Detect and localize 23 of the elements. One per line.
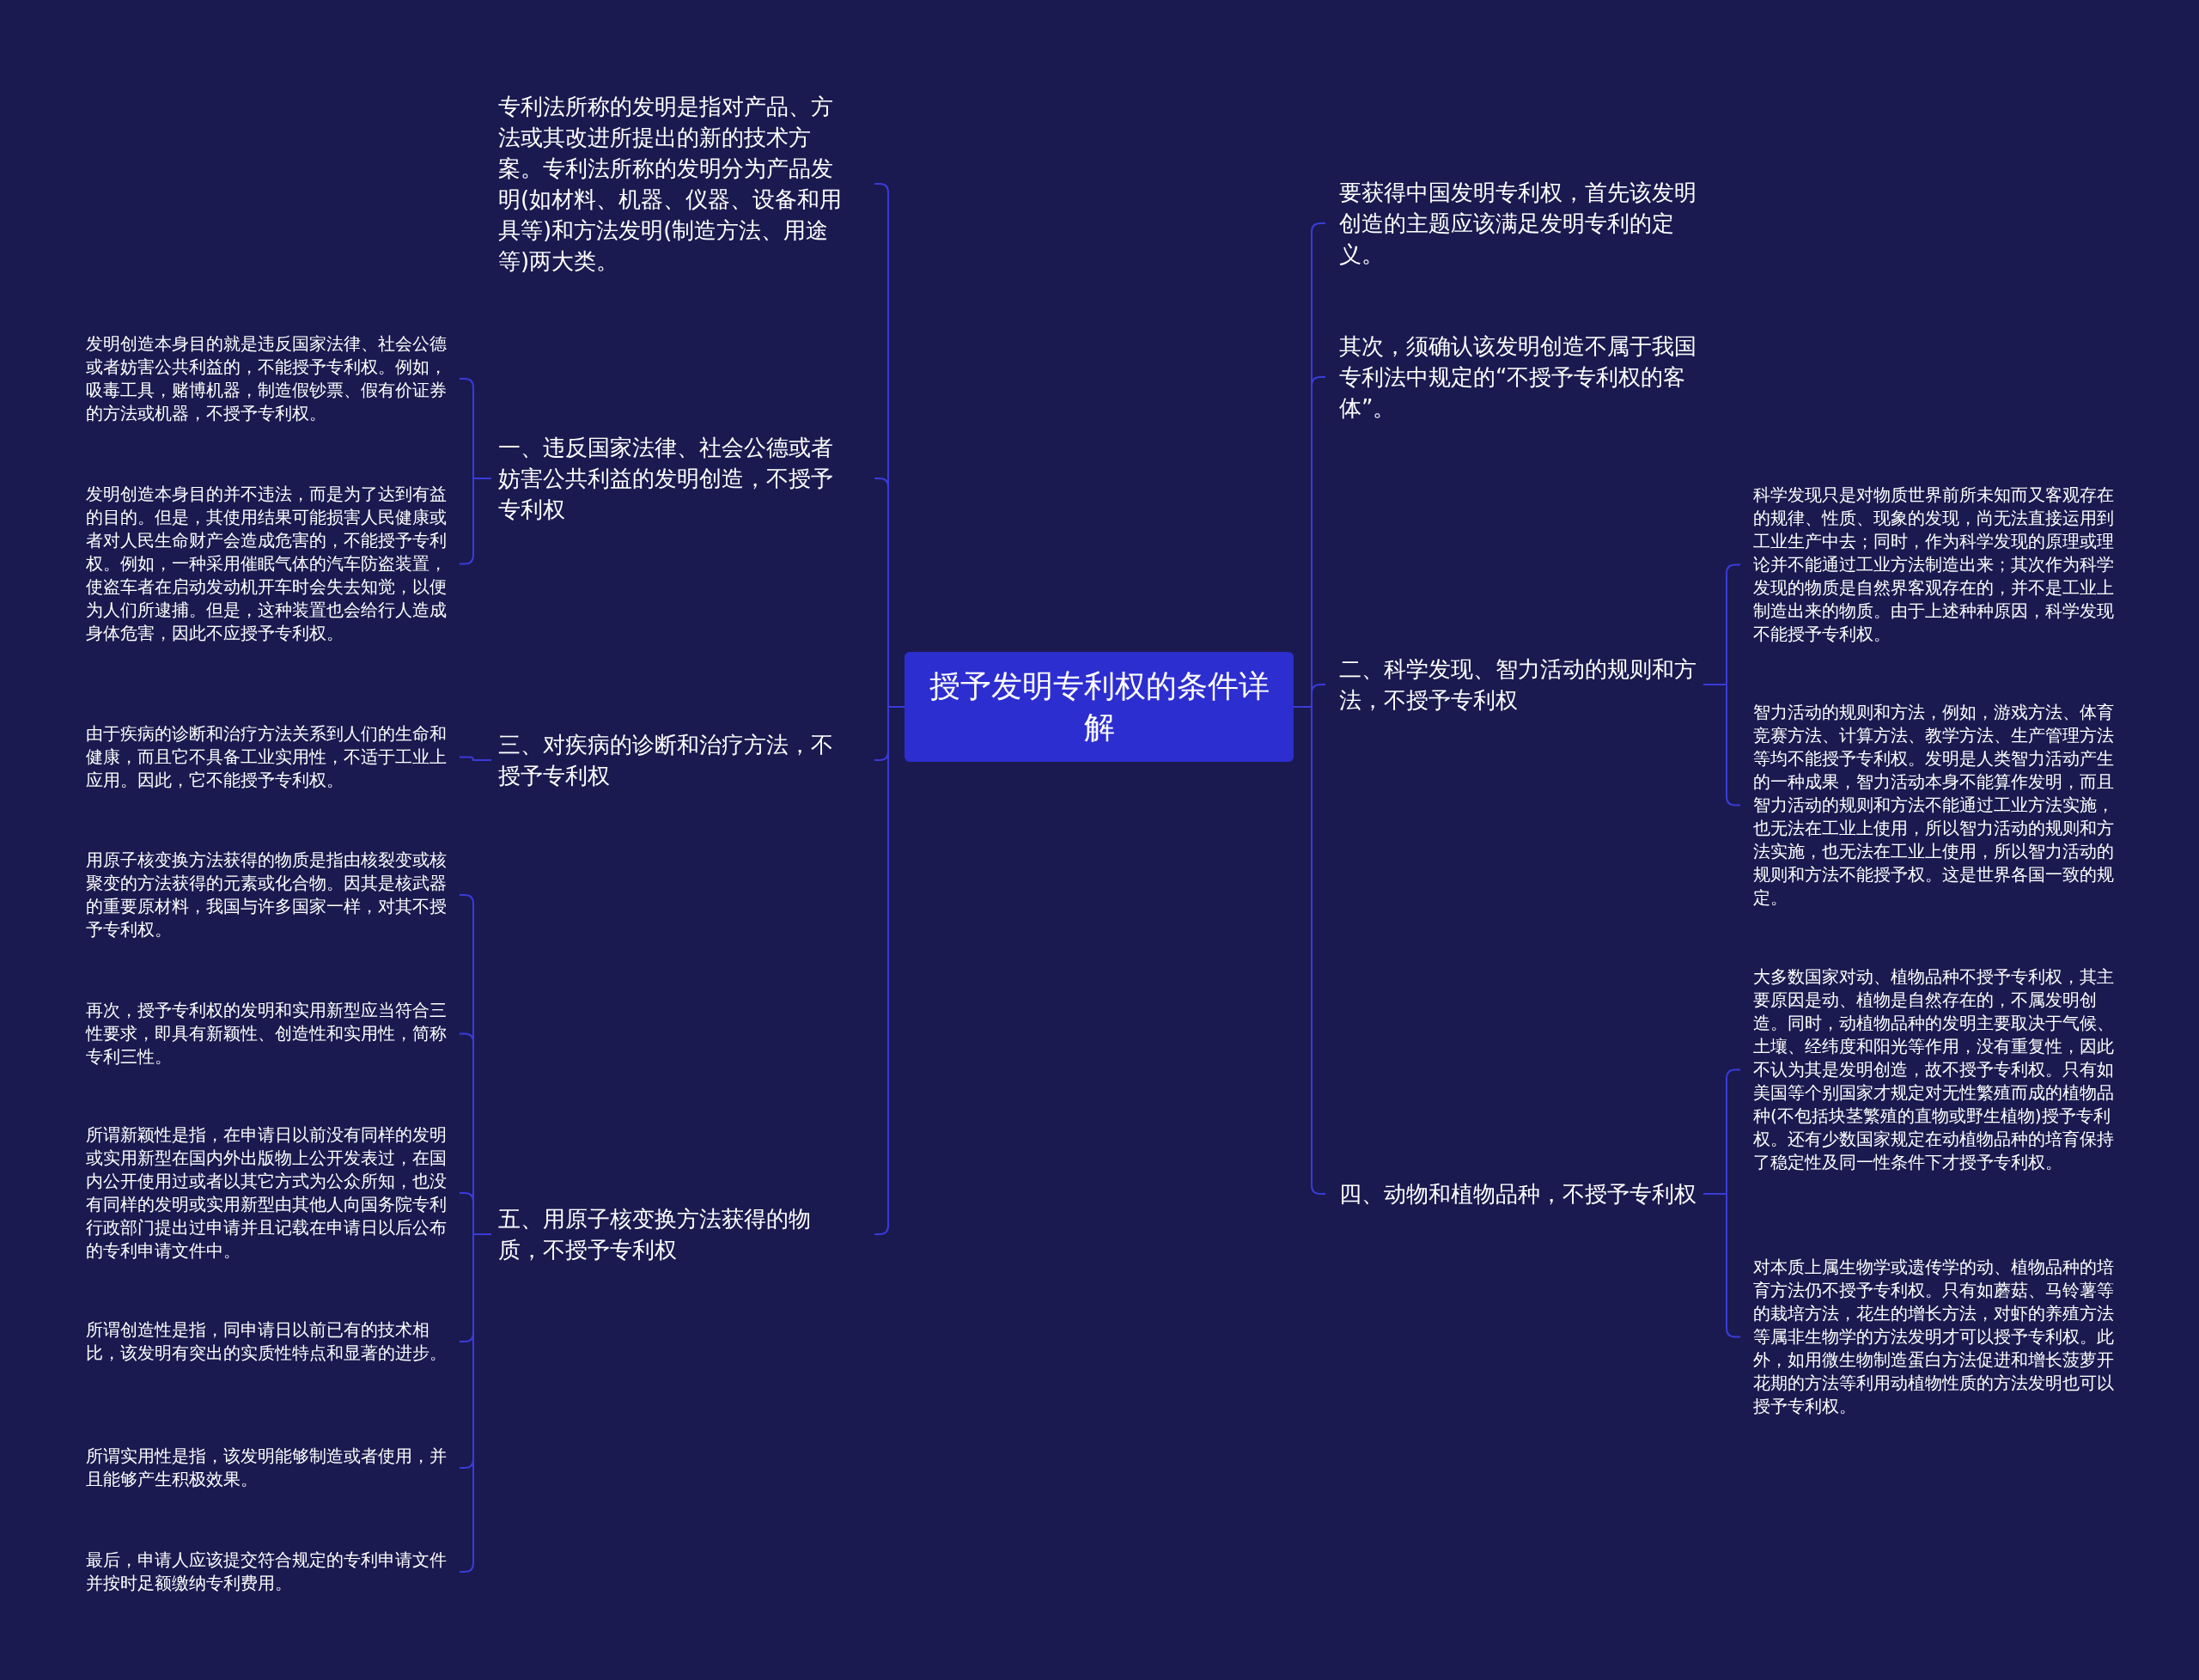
detail-text: 用原子核变换方法获得的物质是指由核裂变或核聚变的方法获得的元素或化合物。因其是核武器的重要原材料，我国与许多国家一样，对其不授予专利权。	[79, 843, 460, 947]
detail-text: 由于疾病的诊断和治疗方法关系到人们的生命和健康，而且它不具备工业实用性，不适于工业上应用。因此，它不能授予专利权。	[79, 717, 460, 797]
detail-text: 发明创造本身目的就是违反国家法律、社会公德或者妨害公共利益的，不能授予专利权。例如，吸毒工具，赌博机器，制造假钞票、假有价证券的方法或机器，不授予专利权。	[79, 327, 460, 430]
detail-text: 最后，申请人应该提交符合规定的专利申请文件并按时足额缴纳专利费用。	[79, 1543, 460, 1600]
detail-text: 所谓实用性是指，该发明能够制造或者使用，并且能够产生积极效果。	[79, 1440, 460, 1496]
branch-topic-text: 专利法所称的发明是指对产品、方法或其改进所提出的新的技术方案。专利法所称的发明分为产品发明(如材料、机器、仪器、设备和用具等)和方法发明(制造方法、用途等)两大类。	[491, 86, 874, 282]
branch-topic-text: 五、用原子核变换方法获得的物质，不授予专利权	[491, 1198, 874, 1270]
detail-text: 科学发现只是对物质世界前所未知而又客观存在的规律、性质、现象的发现，尚无法直接运用到工业生产中去；同时，作为科学发现的原理或理论并不能通过工业方法制造出来；其次作为科学发现的物质是自然界客观存在的，并不是工业上制造出来的物质。由于上述种种原因，科学发现不能授予专利权。	[1740, 478, 2127, 651]
branch-topic-text: 三、对疾病的诊断和治疗方法，不授予专利权	[491, 724, 874, 796]
detail-text: 智力活动的规则和方法，例如，游戏方法、体育竞赛方法、计算方法、教学方法、生产管理方法等均不能授予专利权。发明是人类智力活动产生的一种成果，智力活动本身不能算作发明，而且智力活动的规则和方法不能通过工业方法实施，也无法在工业上使用，所以智力活动的规则和方法实施，也无法在工业上使用，所以智力活动的规则和方法不能授予权。这是世界各国一致的规定。	[1740, 696, 2127, 915]
branch-topic-text: 其次，须确认该发明创造不属于我国专利法中规定的“不授予专利权的客体”。	[1325, 326, 1703, 429]
detail-text: 所谓新颖性是指，在申请日以前没有同样的发明或实用新型在国内外出版物上公开发表过，在国内公开使用过或者以其它方式为公众所知，也没有同样的发明或实用新型由其他人向国务院专利行政部门提出过申请并且记载在申请日以后公布的专利申请文件中。	[79, 1118, 460, 1268]
branch-topic-text: 一、违反国家法律、社会公德或者妨害公共利益的发明创造，不授予专利权	[491, 427, 874, 530]
detail-text: 再次，授予专利权的发明和实用新型应当符合三性要求，即具有新颖性、创造性和实用性，简称专利三性。	[79, 994, 460, 1074]
detail-text: 所谓创造性是指，同申请日以前已有的技术相比，该发明有突出的实质性特点和显著的进步。	[79, 1313, 460, 1370]
connector-line	[459, 756, 492, 761]
branch-topic-text: 四、动物和植物品种，不授予专利权	[1325, 1173, 1703, 1214]
detail-text: 对本质上属生物学或遗传学的动、植物品种的培育方法仍不授予专利权。只有如蘑菇、马铃薯等的栽培方法，花生的增长方法，对虾的养殖方法等属非生物学的方法发明才可以授予专利权。此外，如用微生物制造蛋白方法促进和增长菠萝开花期的方法等利用动植物性质的方法发明也可以授予专利权。	[1740, 1251, 2127, 1423]
branch-topic-text: 要获得中国发明专利权，首先该发明创造的主题应该满足发明专利的定义。	[1325, 172, 1703, 275]
detail-text: 发明创造本身目的并不违法，而是为了达到有益的目的。但是，其使用结果可能损害人民健康或者对人民生命财产会造成危害的，不能授予专利权。例如，一种采用催眠气体的汽车防盗装置，使盗车者在启动发动机开车时会失去知觉，以便为人们所逮捕。但是，这种装置也会给行人造成身体危害，因此不应授予专利权。	[79, 478, 460, 650]
central-topic-box: 授予发明专利权的条件详解	[905, 652, 1294, 762]
detail-text: 大多数国家对动、植物品种不授予专利权，其主要原因是动、植物是自然存在的，不属发明创造。同时，动植物品种的发明主要取决于气候、土壤、经纬度和阳光等作用，没有重复性，因此不认为其是发明创造，故不授予专利权。只有如美国等个别国家才规定对无性繁殖而成的植物品种(不包括块茎繁殖的直物或野生植物)授予专利权。还有少数国家规定在动植物品种的培育保持了稳定性及同一性条件下才授予专利权。	[1740, 960, 2127, 1179]
branch-topic-text: 二、科学发现、智力活动的规则和方法，不授予专利权	[1325, 648, 1703, 721]
